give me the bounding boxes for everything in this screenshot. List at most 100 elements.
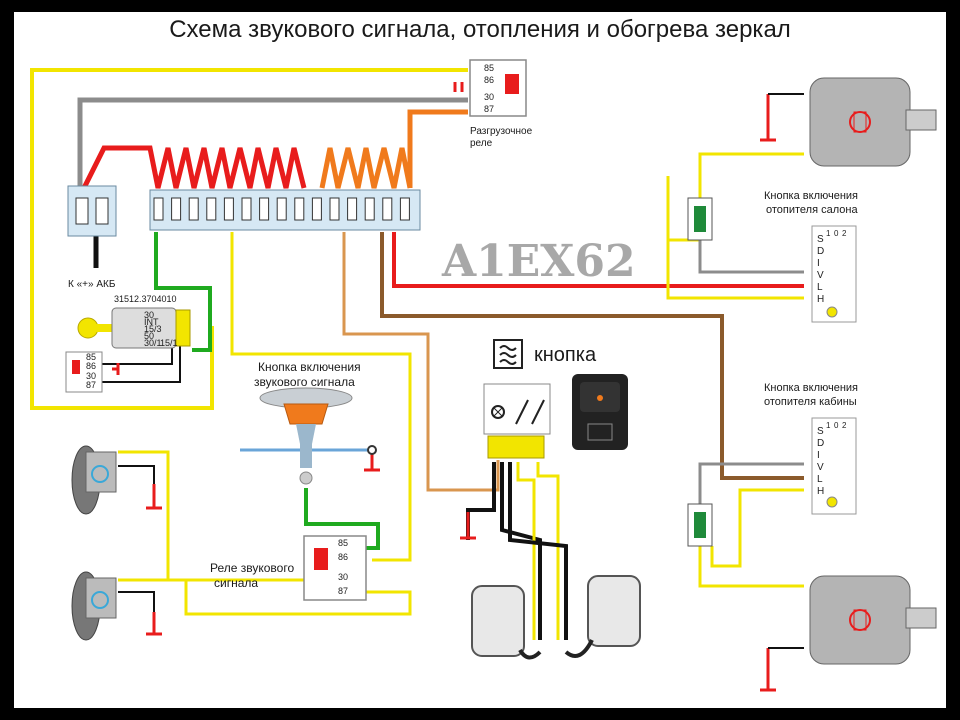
ground-wire-horn-1 bbox=[118, 465, 155, 484]
ignition-code: 31512.3704010 bbox=[114, 294, 177, 304]
fuse-strip bbox=[149, 189, 421, 231]
switch-pin-h: H bbox=[817, 294, 824, 305]
salon-heater-fuse bbox=[687, 197, 713, 241]
horn-relay-label-2: сигнала bbox=[214, 576, 258, 590]
switch-pin-s: S bbox=[817, 426, 824, 437]
switch-pin-i: I bbox=[817, 450, 820, 461]
switch-pin-v: V bbox=[817, 270, 824, 281]
watermark: A1EX62 bbox=[441, 236, 636, 287]
horn-relay-label-1: Реле звукового bbox=[210, 561, 294, 575]
wire-tan-mirror bbox=[342, 232, 500, 492]
wire-brown-cabin bbox=[380, 232, 804, 480]
diagram-title: Схема звукового сигнала, отопления и обо… bbox=[169, 16, 791, 43]
relay-pin-87: 87 bbox=[484, 104, 494, 114]
switch-top-pin-1: 1 bbox=[826, 229, 831, 238]
fuse-slot bbox=[153, 197, 164, 221]
wire-yellow-salon-2 bbox=[666, 238, 804, 300]
wire-ignition-relay-2 bbox=[100, 330, 181, 383]
heater-motor-top bbox=[809, 77, 937, 167]
cabin-heater-fuse bbox=[687, 503, 713, 547]
wire-yellow-horns bbox=[118, 450, 364, 582]
fuse-slot bbox=[171, 197, 182, 221]
fuse-slot bbox=[241, 197, 252, 221]
switch-top-pin-1: 1 bbox=[826, 421, 831, 430]
cabin-heater-label-2: отопителя кабины bbox=[764, 396, 857, 408]
wire-yellow-salon bbox=[698, 152, 804, 200]
mirror-switch-schematic bbox=[483, 383, 551, 459]
switch-pin-s: S bbox=[817, 234, 824, 245]
ign-pin-15-3: 15/3 bbox=[144, 324, 162, 334]
switch-top-pin-0: 0 bbox=[834, 229, 839, 238]
wire-yellow-outer bbox=[30, 68, 468, 410]
wire-yellow-cabin bbox=[698, 546, 804, 588]
cabin-heater-switch bbox=[811, 417, 857, 515]
horn-button-label-1: Кнопка включения bbox=[258, 360, 361, 374]
relay-pin-85: 85 bbox=[484, 63, 494, 73]
salon-heater-label-1: Кнопка включения bbox=[764, 190, 858, 202]
wire-black-mirror-1 bbox=[466, 462, 496, 540]
wire-orange-relay bbox=[407, 109, 468, 188]
switch-pin-l: L bbox=[817, 282, 823, 293]
mirror-switch-photo bbox=[572, 374, 628, 450]
switch-top-pin-2: 2 bbox=[842, 421, 847, 430]
fuse-slot bbox=[206, 197, 217, 221]
fuse-slot bbox=[276, 197, 287, 221]
wire-green-ignition bbox=[154, 232, 212, 352]
wire-yellow-horns-2 bbox=[118, 578, 412, 616]
fuse-slot bbox=[188, 197, 199, 221]
wire-yellow-cabin-2 bbox=[710, 488, 804, 568]
ign-pin-15-1: 15/1 bbox=[160, 338, 178, 348]
small-relay-85: 85 bbox=[86, 352, 96, 362]
battery-label: К «+» АКБ bbox=[68, 279, 116, 290]
switch-pin-d: D bbox=[817, 438, 824, 449]
horn-relay bbox=[303, 535, 367, 601]
switch-pin-i: I bbox=[817, 258, 820, 269]
wire-green-horn bbox=[304, 488, 380, 550]
unload-relay-label-2: реле bbox=[470, 138, 493, 149]
switch-pin-l: L bbox=[817, 474, 823, 485]
ground-wire-horn-2 bbox=[118, 591, 155, 612]
ign-pin-30: 30 bbox=[144, 310, 154, 320]
ign-pin-30-1: 30/1 bbox=[144, 338, 162, 348]
cabin-heater-label-1: Кнопка включения bbox=[764, 382, 858, 394]
fuse-slot bbox=[382, 197, 393, 221]
wire-orange-zigzag bbox=[319, 147, 413, 189]
unload-relay-label-1: Разгрузочное bbox=[470, 126, 533, 137]
fuse-slot bbox=[347, 197, 358, 221]
mirror-left bbox=[471, 585, 542, 660]
wire-red-zigzag bbox=[81, 145, 307, 190]
wire-white-mirror-2 bbox=[536, 462, 560, 640]
small-relay-86: 86 bbox=[86, 361, 96, 371]
switch-pin-h: H bbox=[817, 486, 824, 497]
fuse-slot bbox=[364, 197, 375, 221]
switch-top-pin-0: 0 bbox=[834, 421, 839, 430]
switch-top-pin-2: 2 bbox=[842, 229, 847, 238]
horn-relay-86: 86 bbox=[338, 552, 348, 562]
wire-white-mirror bbox=[516, 462, 536, 640]
heater-motor-bottom bbox=[809, 575, 937, 665]
small-relay-87: 87 bbox=[86, 380, 96, 390]
fuse-slot bbox=[329, 197, 340, 221]
wire-yellow-horn bbox=[230, 232, 412, 562]
horn-top bbox=[71, 445, 117, 515]
horn-button-label-2: звукового сигнала bbox=[254, 375, 355, 389]
horn-relay-87: 87 bbox=[338, 586, 348, 596]
horn-bottom bbox=[71, 571, 117, 641]
wire-gray-salon bbox=[698, 240, 804, 274]
switch-pin-d: D bbox=[817, 246, 824, 257]
small-relay-30: 30 bbox=[86, 371, 96, 381]
wire-gray bbox=[77, 97, 468, 188]
fuse-slot bbox=[259, 197, 270, 221]
salon-heater-switch bbox=[811, 225, 857, 323]
wire-black-mirror-2 bbox=[500, 462, 542, 640]
relay-pin-30: 30 bbox=[484, 92, 494, 102]
ignition-switch bbox=[77, 307, 191, 349]
wire-black-mirror-3 bbox=[508, 462, 568, 640]
wire-gray-cabin bbox=[698, 462, 804, 506]
ign-pin-50: 50 bbox=[144, 331, 154, 341]
fuse-slot bbox=[223, 197, 234, 221]
fuse-slot bbox=[311, 197, 322, 221]
